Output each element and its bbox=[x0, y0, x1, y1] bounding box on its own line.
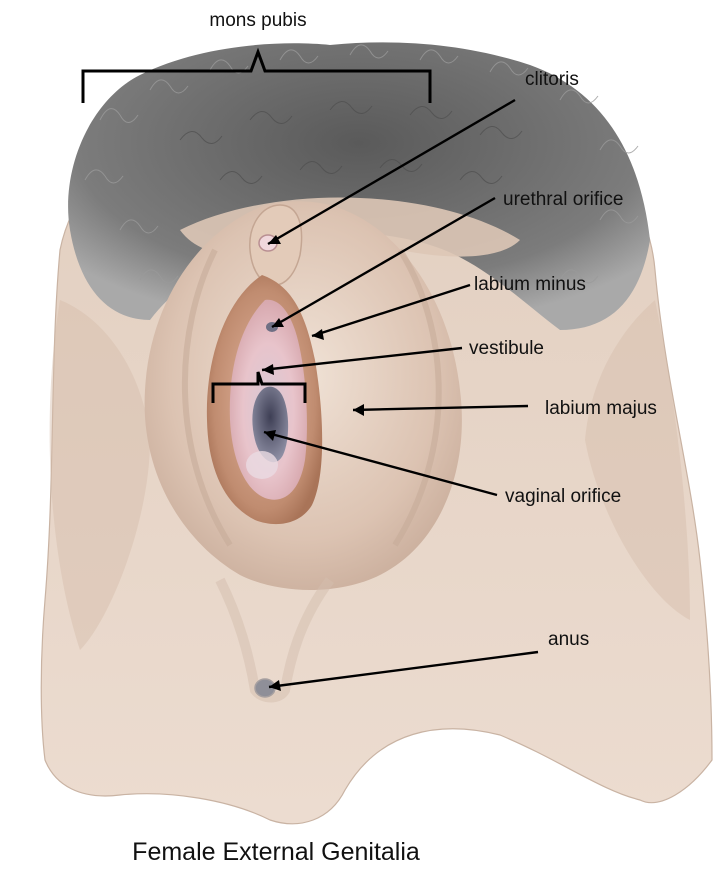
diagram-title: Female External Genitalia bbox=[132, 838, 420, 866]
label-urethral-orifice: urethral orifice bbox=[503, 189, 623, 210]
label-anus: anus bbox=[548, 629, 589, 650]
label-vestibule: vestibule bbox=[469, 338, 544, 359]
label-labium-minus: labium minus bbox=[474, 274, 586, 295]
illustration bbox=[41, 42, 712, 823]
label-clitoris: clitoris bbox=[525, 69, 579, 90]
label-vaginal-orifice: vaginal orifice bbox=[505, 486, 621, 507]
label-labium-majus: labium majus bbox=[545, 398, 657, 419]
label-mons-pubis: mons pubis bbox=[209, 10, 306, 31]
